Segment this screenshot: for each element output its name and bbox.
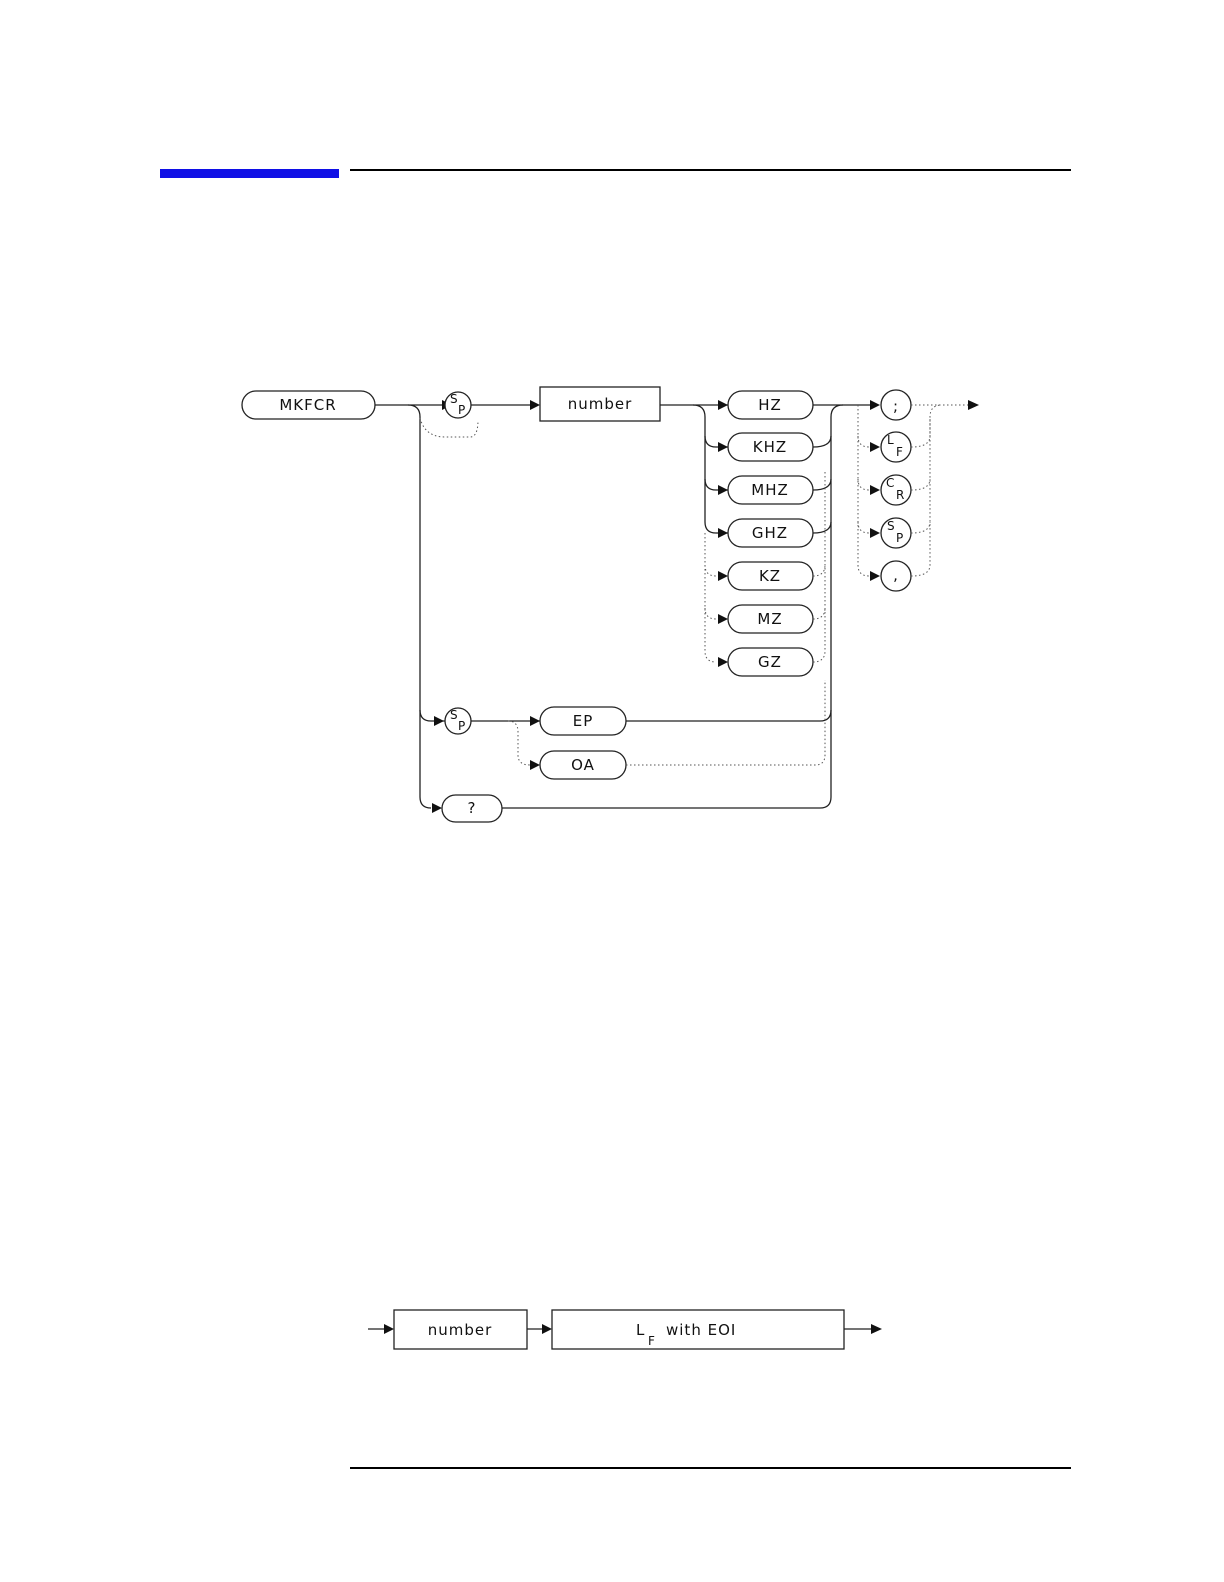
terminator-semicolon: ; (870, 390, 911, 420)
oa-label: OA (571, 756, 595, 774)
arrow-cr (870, 485, 880, 495)
cr-merge-dotted (911, 479, 930, 490)
to-sp2-line (420, 710, 446, 721)
unit-dotted-branch (705, 533, 716, 662)
arrow-hz (718, 400, 728, 410)
arrow-semicolon (870, 400, 880, 410)
query-label: ? (468, 799, 477, 817)
unit-ghz: GHZ (718, 519, 813, 547)
terminator-comma: , (870, 561, 911, 591)
to-kz-dotted (705, 565, 716, 576)
response-mid-arrow (542, 1324, 552, 1334)
unit-khz: KHZ (718, 433, 813, 461)
sp1-small: P (458, 403, 465, 417)
mz-merge-dotted (813, 608, 825, 619)
number-label: number (568, 395, 633, 413)
sp2-big: S (450, 708, 458, 722)
unit-hz: HZ (718, 391, 813, 419)
semicolon-label: ; (893, 397, 899, 415)
sp3-big: S (887, 519, 895, 533)
lf-merge-dotted (911, 417, 930, 447)
sp3-small: P (896, 531, 903, 545)
response-lf-suffix: with EOI (666, 1321, 736, 1339)
to-lf-dotted (858, 436, 869, 447)
arrow-gz (718, 657, 728, 667)
unit-label-mhz: MHZ (751, 481, 789, 499)
unit-label-ghz: GHZ (752, 524, 788, 542)
unit-mhz: MHZ (718, 476, 813, 504)
response-exit-arrow (871, 1324, 882, 1334)
unit-label-kz: KZ (759, 567, 781, 585)
cr-big: C (886, 476, 894, 490)
unit-label-mz: MZ (757, 610, 782, 628)
mhz-merge-line (813, 479, 831, 490)
terminator-dotted-branch (858, 405, 869, 576)
unit-kz: KZ (718, 562, 813, 590)
arrow-mz (718, 614, 728, 624)
response-lf-small: F (648, 1334, 655, 1348)
unit-solid-branch (693, 405, 716, 533)
arrow-sp2 (434, 716, 444, 726)
unit-mz: MZ (718, 605, 813, 633)
terminator-cr: C R (870, 475, 911, 505)
to-cr-dotted (858, 479, 869, 490)
comma-merge-dotted (911, 405, 942, 576)
arrow-ghz (718, 528, 728, 538)
terminator-sp: S P (870, 518, 911, 548)
return-trunk-line (820, 436, 831, 808)
arrow-kz (718, 571, 728, 581)
main-trunk-line (375, 405, 431, 808)
unit-gz: GZ (718, 648, 813, 676)
lf-big: L (887, 433, 894, 447)
sp3-merge-dotted (911, 522, 930, 533)
arrow-mhz (718, 485, 728, 495)
to-mz-dotted (705, 608, 716, 619)
oa-return-dotted (626, 680, 825, 765)
to-oa-dotted (508, 721, 530, 765)
ep-return-line (626, 710, 831, 721)
arrow-query (432, 803, 442, 813)
unit-label-khz: KHZ (753, 438, 787, 456)
arrow-khz (718, 442, 728, 452)
arrow-sp3 (870, 528, 880, 538)
arrow-number (530, 400, 540, 410)
response-entry-arrow (384, 1324, 394, 1334)
unit-label-gz: GZ (758, 653, 782, 671)
cr-small: R (896, 488, 904, 502)
gz-merge-dotted (813, 470, 825, 662)
unit-label-hz: HZ (758, 396, 782, 414)
arrow-comma (870, 571, 880, 581)
to-sp3-dotted (858, 522, 869, 533)
sp1-big: S (450, 392, 458, 406)
response-lf-big: L (636, 1321, 645, 1339)
footer-rule (350, 1467, 1071, 1469)
exit-arrow (968, 400, 979, 410)
sp2-small: P (458, 719, 465, 733)
arrow-oa (530, 760, 540, 770)
response-number-label: number (428, 1321, 493, 1339)
kz-merge-dotted (813, 565, 825, 576)
terminator-lf: L F (870, 432, 911, 462)
ep-label: EP (573, 712, 594, 730)
ghz-merge-line (813, 522, 831, 533)
arrow-lf (870, 442, 880, 452)
lf-small: F (896, 445, 903, 459)
comma-label: , (893, 566, 899, 584)
sp1-bypass-dotted (420, 418, 478, 437)
arrow-ep (530, 716, 540, 726)
keyword-label: MKFCR (279, 396, 336, 414)
khz-merge-line (813, 405, 843, 447)
